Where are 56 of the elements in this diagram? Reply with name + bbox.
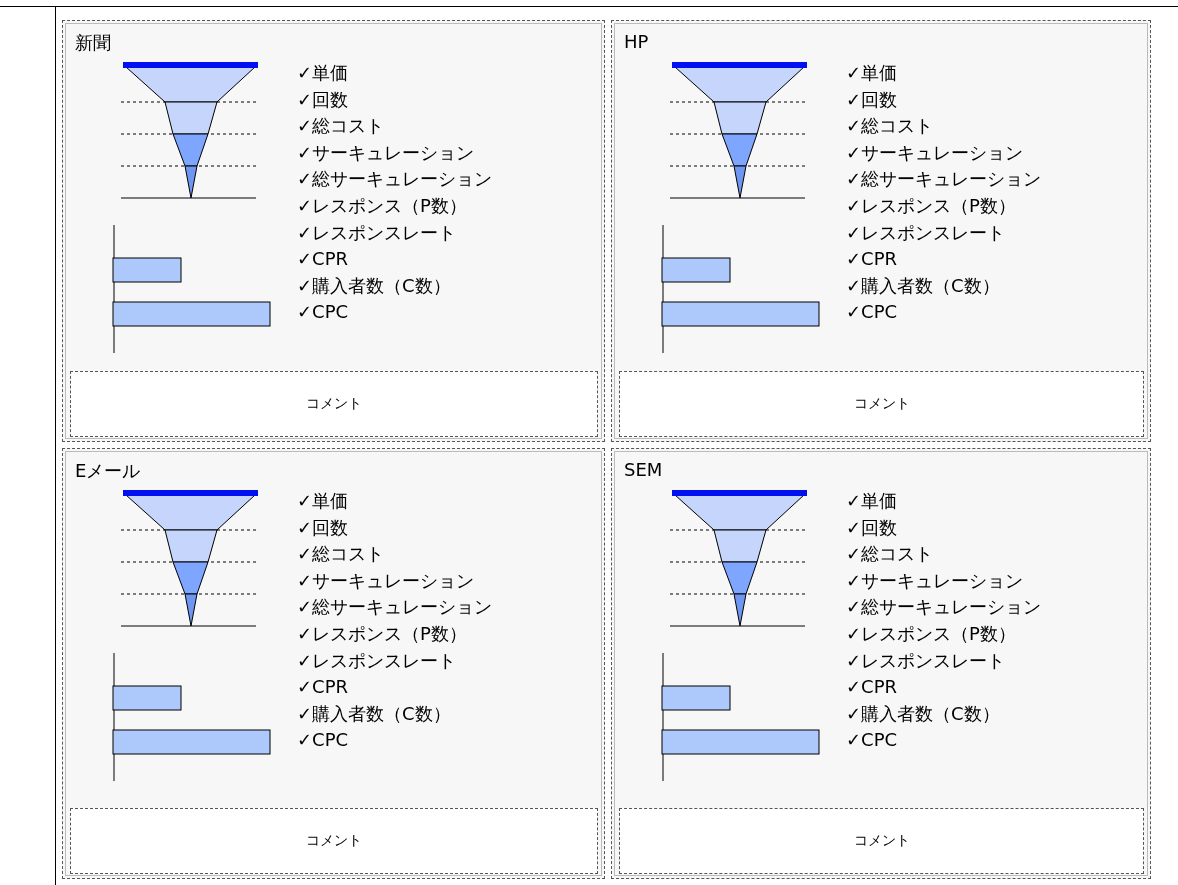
- panel-title: Eメール: [75, 459, 141, 483]
- panel-card: [62, 20, 605, 442]
- checklist-item: ✓総コスト: [846, 543, 934, 566]
- checklist-item: ✓CPR: [846, 676, 897, 699]
- comment-box: [619, 371, 1144, 437]
- checklist-item: ✓単価: [297, 490, 349, 512]
- checklist-item: ✓CPR: [297, 676, 348, 699]
- checklist-item: ✓レスポンスレート: [846, 649, 1006, 672]
- checklist-item: ✓単価: [297, 62, 349, 84]
- checklist-item: ✓総サーキュレーション: [846, 168, 1042, 191]
- checklist-item: ✓回数: [297, 88, 349, 111]
- checklist-item: ✓レスポンス（P数）: [846, 195, 1016, 217]
- checklist-item: ✓CPC: [297, 301, 349, 324]
- comment-box: [619, 808, 1144, 874]
- panel-title: 新聞: [75, 31, 111, 55]
- checklist-item: ✓総コスト: [297, 543, 385, 566]
- comment-box: [70, 808, 598, 874]
- panel-card: [611, 448, 1151, 879]
- checklist-item: ✓購入者数（C数）: [846, 702, 1000, 725]
- checklist-item: ✓レスポンスレート: [297, 649, 457, 672]
- checklist-item: ✓レスポンス（P数）: [297, 623, 467, 645]
- checklist-item: ✓総サーキュレーション: [297, 596, 493, 619]
- checklist-item: ✓総コスト: [846, 115, 934, 138]
- checklist-item: ✓レスポンスレート: [297, 221, 457, 244]
- checklist-item: ✓レスポンス（P数）: [297, 195, 467, 217]
- checklist-item: ✓回数: [846, 88, 898, 111]
- checklist-item: ✓総サーキュレーション: [297, 168, 493, 191]
- checklist-item: ✓CPC: [846, 729, 898, 752]
- checklist-item: ✓CPR: [846, 248, 897, 271]
- checklist-item: ✓単価: [846, 62, 898, 84]
- checklist-item: ✓CPC: [297, 729, 349, 752]
- checklist-item: ✓サーキュレーション: [846, 569, 1024, 592]
- panel-card: [611, 20, 1151, 442]
- checklist-item: ✓購入者数（C数）: [846, 274, 1000, 297]
- checklist-item: ✓購入者数（C数）: [297, 274, 451, 297]
- panel-title: SEM: [624, 459, 663, 480]
- checklist-item: ✓総サーキュレーション: [846, 596, 1042, 619]
- checklist-item: ✓サーキュレーション: [846, 141, 1024, 164]
- comment-label: コメント: [853, 395, 910, 413]
- checklist-item: ✓回数: [846, 516, 898, 539]
- checklist-item: ✓サーキュレーション: [297, 569, 475, 592]
- checklist-item: ✓CPC: [846, 301, 898, 324]
- panel-title: HP: [624, 31, 649, 52]
- comment-label: コメント: [853, 832, 910, 850]
- checklist-item: ✓総コスト: [297, 115, 385, 138]
- comment-box: [70, 371, 598, 437]
- checklist-item: ✓購入者数（C数）: [297, 702, 451, 725]
- checklist-item: ✓回数: [297, 516, 349, 539]
- checklist-item: ✓単価: [846, 490, 898, 512]
- checklist-item: ✓レスポンスレート: [846, 221, 1006, 244]
- comment-label: コメント: [306, 395, 362, 413]
- checklist-item: ✓CPR: [297, 248, 348, 271]
- checklist-item: ✓レスポンス（P数）: [846, 623, 1016, 645]
- panel-card: [62, 448, 605, 879]
- checklist-item: ✓サーキュレーション: [297, 141, 475, 164]
- comment-label: コメント: [306, 832, 362, 850]
